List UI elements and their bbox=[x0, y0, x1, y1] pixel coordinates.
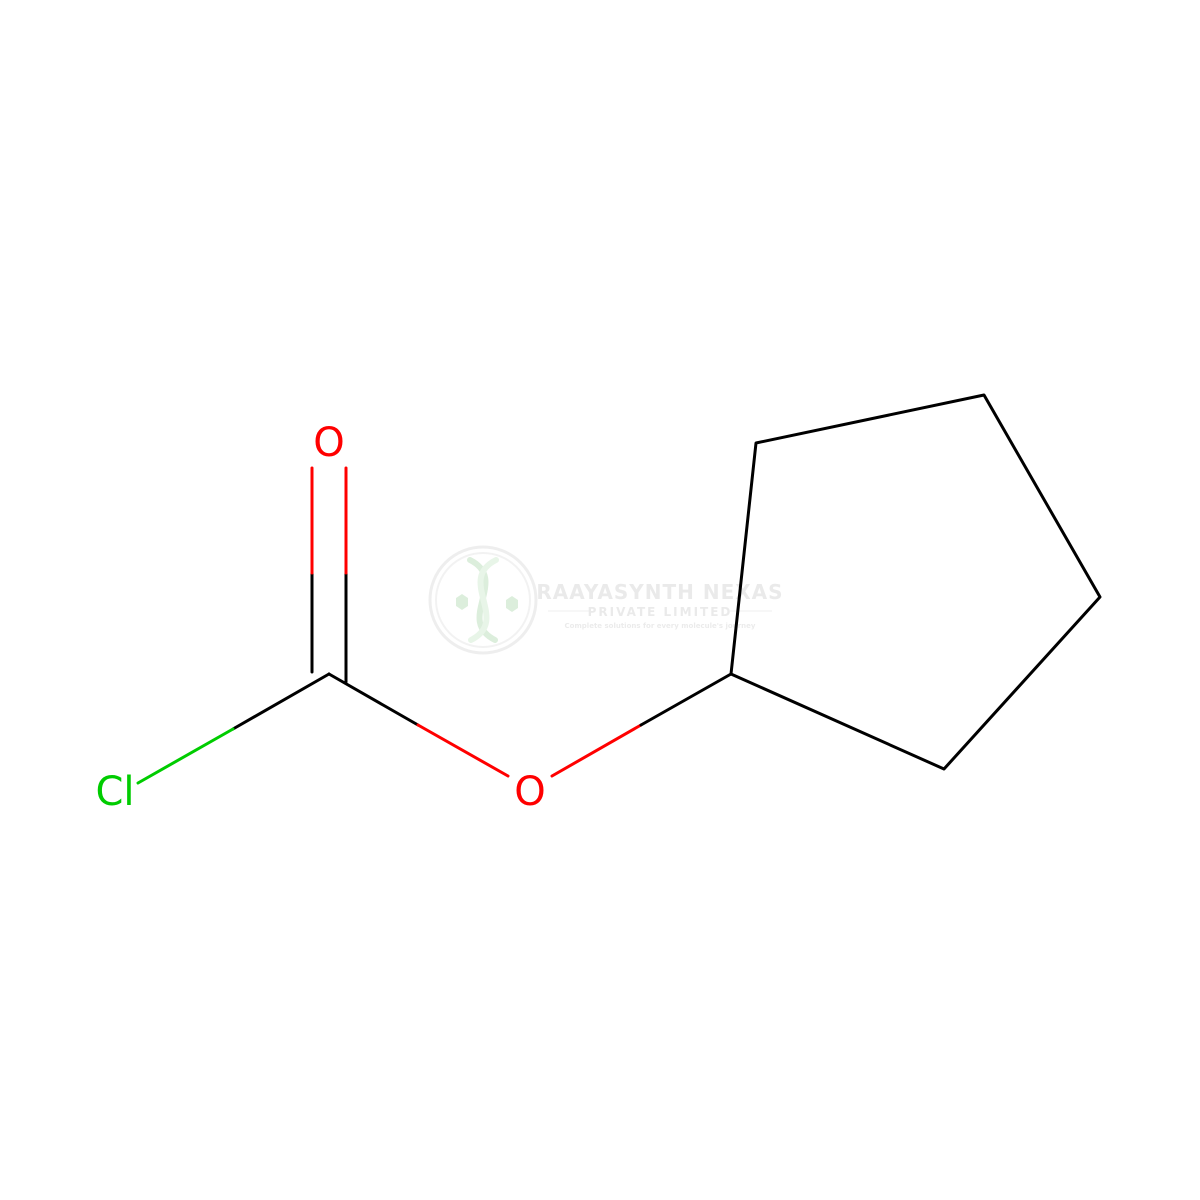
bond-o-c-ring-red bbox=[550, 723, 643, 778]
bond-c-o-single-dark bbox=[327, 672, 420, 727]
watermark-logo bbox=[428, 545, 538, 655]
hexagon-icon bbox=[506, 596, 518, 612]
logo-ring-outer bbox=[428, 545, 538, 655]
bonds bbox=[136, 393, 1102, 785]
atom-labels: O O Cl bbox=[95, 420, 545, 815]
watermark-company: RAAYASYNTH NEXAS bbox=[536, 580, 783, 604]
watermark-subtitle: PRIVATE LIMITED bbox=[588, 605, 733, 619]
hexagon-icon bbox=[456, 594, 468, 610]
bond-c-cl-dark bbox=[231, 672, 331, 731]
dna-strand-icon bbox=[468, 557, 499, 643]
cyclopentane-ring bbox=[729, 393, 1102, 771]
atom-label-chlorine: Cl bbox=[95, 769, 134, 815]
bond-c-o-single-red bbox=[416, 723, 510, 778]
atom-label-ester-oxygen: O bbox=[514, 769, 545, 815]
atom-label-carbonyl-oxygen: O bbox=[313, 420, 344, 466]
logo-ring-inner bbox=[435, 552, 531, 648]
bond-o-c-ring-dark bbox=[639, 672, 733, 727]
watermark-tagline: Complete solutions for every molecule's … bbox=[565, 622, 756, 630]
dna-strand-icon bbox=[467, 557, 498, 643]
bond-c-cl-green bbox=[136, 727, 235, 785]
